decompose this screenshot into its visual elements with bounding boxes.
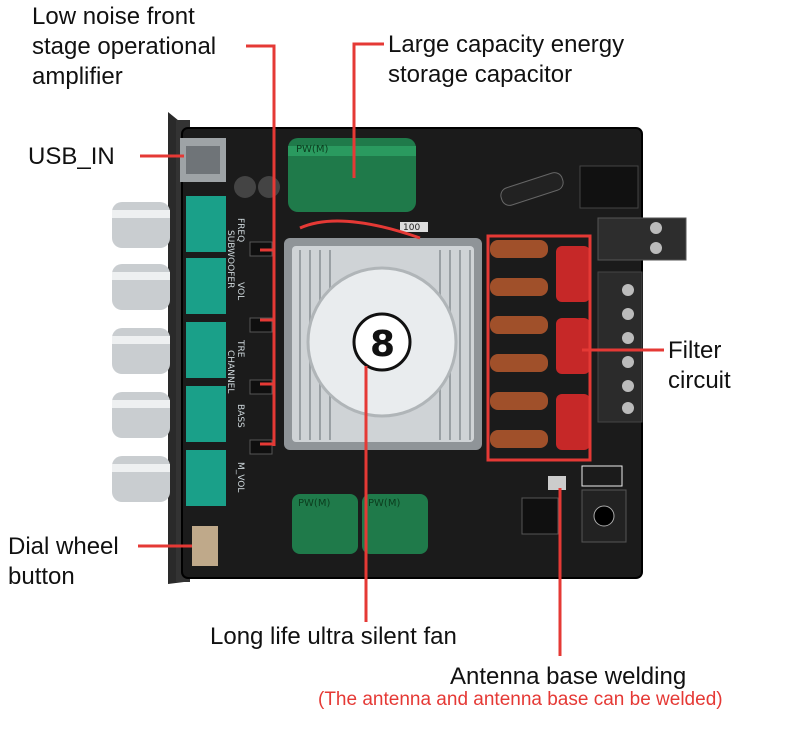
filter-label: Filter circuit	[668, 337, 731, 394]
svg-text:FREQ: FREQ	[235, 218, 245, 242]
svg-text:BASS: BASS	[235, 404, 245, 428]
filter-components	[490, 240, 590, 450]
usb-label: USB_IN	[28, 143, 115, 170]
bluetooth-module	[521, 465, 627, 543]
svg-text:100: 100	[403, 223, 420, 233]
svg-text:CHANNEL: CHANNEL	[225, 350, 235, 393]
knob-2	[112, 258, 226, 314]
svg-text:SUBWOOFER: SUBWOOFER	[225, 230, 235, 288]
dc-input	[500, 165, 639, 209]
silkscreen: FREQ SUBWOOFER VOL TRE CHANNEL BASS M_VO…	[225, 218, 245, 492]
knob-1	[112, 196, 226, 252]
storage-capacitors-bottom: PW(M) PW(M)	[292, 494, 428, 554]
leader-lines	[138, 42, 664, 656]
svg-text:PW(M): PW(M)	[298, 498, 330, 509]
svg-text:PW(M): PW(M)	[296, 144, 328, 155]
speaker-terminal	[597, 217, 687, 423]
knob-4	[112, 386, 226, 442]
knob-5	[112, 450, 226, 506]
knob-3	[112, 322, 226, 378]
fan: 8	[352, 312, 412, 372]
antenna-label: Antenna base welding	[450, 663, 687, 690]
dial-wheel	[192, 526, 218, 566]
capacitor-label: Large capacity energy storage capacitor	[388, 31, 625, 88]
svg-text:PW(M): PW(M)	[368, 498, 400, 509]
dial-label: Dial wheel button	[8, 533, 119, 590]
fan-label: Long life ultra silent fan	[210, 623, 457, 650]
storage-capacitor-top: PW(M)	[288, 138, 416, 212]
svg-text:TRE: TRE	[235, 339, 245, 358]
usb-port	[180, 138, 226, 182]
svg-text:8: 8	[370, 324, 395, 365]
svg-text:VOL: VOL	[235, 282, 245, 300]
knob-column	[112, 196, 226, 506]
svg-text:M_VOL: M_VOL	[235, 462, 245, 492]
opamp-label: Low noise front stage operational amplif…	[32, 3, 217, 90]
antenna-note: (The antenna and antenna base can be wel…	[318, 689, 723, 710]
